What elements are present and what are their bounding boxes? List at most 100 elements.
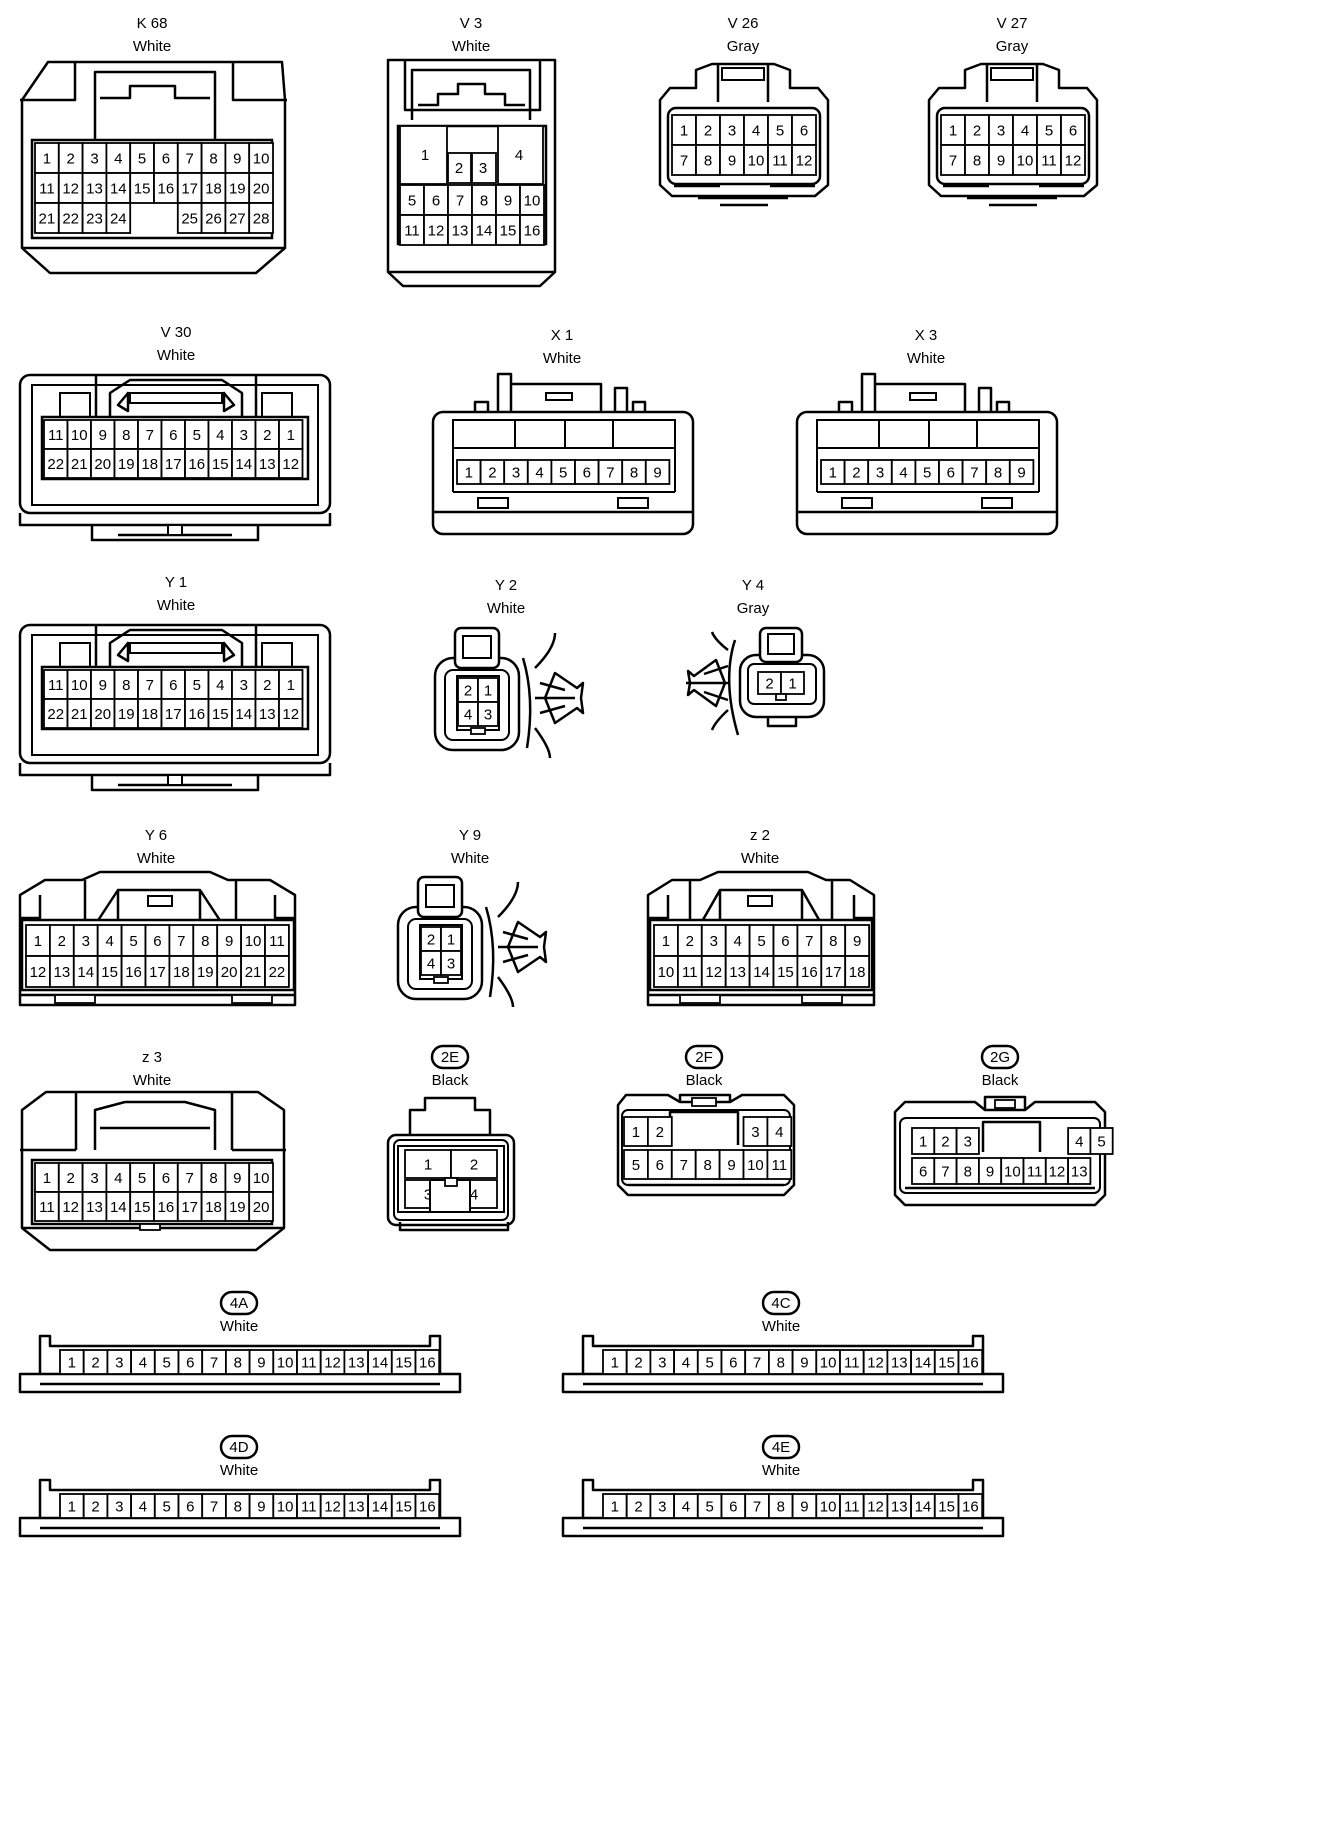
pin-number: 18 bbox=[205, 181, 222, 198]
pin-number: 4 bbox=[1075, 1134, 1083, 1151]
housing-outline bbox=[875, 382, 967, 412]
connector-code: X 3 bbox=[915, 327, 938, 344]
pin-number: 14 bbox=[915, 1499, 932, 1516]
pin-number: 7 bbox=[941, 1164, 949, 1181]
pin-cell bbox=[1008, 459, 1035, 485]
pin-number: 9 bbox=[504, 193, 512, 210]
housing-part bbox=[462, 635, 492, 659]
housing-outline bbox=[18, 1478, 462, 1538]
pin-number: 28 bbox=[253, 211, 270, 228]
housing-part bbox=[617, 497, 649, 509]
housing-outline bbox=[613, 386, 629, 412]
pin-number: 12 bbox=[30, 964, 47, 981]
pin-number: 15 bbox=[500, 223, 517, 240]
pin-number: 2 bbox=[67, 151, 75, 168]
housing-part bbox=[129, 642, 223, 654]
housing-outline bbox=[18, 763, 332, 777]
housing-part bbox=[747, 895, 773, 907]
pin-number: 5 bbox=[138, 151, 146, 168]
pin-number: 16 bbox=[188, 706, 205, 723]
pin-number: 16 bbox=[801, 964, 818, 981]
pin-number: 2 bbox=[634, 1499, 642, 1516]
pin-number: 2 bbox=[656, 1124, 664, 1141]
pin-number: 1 bbox=[447, 932, 455, 949]
pin-number: 1 bbox=[611, 1355, 619, 1372]
pin-number: 7 bbox=[805, 933, 813, 950]
pin-number: 11 bbox=[48, 677, 64, 694]
pin-number: 13 bbox=[348, 1499, 365, 1516]
pin-number: 6 bbox=[432, 193, 440, 210]
pin-number: 9 bbox=[986, 1164, 994, 1181]
pin-number: 15 bbox=[938, 1499, 955, 1516]
pin-number: 15 bbox=[134, 181, 151, 198]
pin-number: 9 bbox=[257, 1499, 265, 1516]
pin-cell bbox=[264, 955, 290, 988]
pin-number: 26 bbox=[205, 211, 222, 228]
pin-number: 9 bbox=[727, 1157, 735, 1174]
pin-number: 12 bbox=[324, 1355, 341, 1372]
pin-number: 4 bbox=[733, 933, 741, 950]
housing-outline bbox=[497, 881, 520, 918]
pin-number: 7 bbox=[970, 465, 978, 482]
pin-cell bbox=[477, 701, 499, 727]
pin-number: 11 bbox=[1027, 1164, 1043, 1181]
pin-cell bbox=[519, 184, 545, 216]
pin-number: 5 bbox=[559, 465, 567, 482]
pin-number: 14 bbox=[915, 1355, 932, 1372]
connector-code-pill bbox=[684, 1044, 724, 1070]
housing-part bbox=[981, 497, 1013, 509]
pin-number: 17 bbox=[181, 1199, 198, 1216]
pin-number: 13 bbox=[891, 1499, 908, 1516]
pin-number: 2 bbox=[488, 465, 496, 482]
pin-number: 12 bbox=[1049, 1164, 1066, 1181]
pin-number: 16 bbox=[962, 1355, 979, 1372]
pin-number: 1 bbox=[34, 933, 42, 950]
pin-number: 3 bbox=[479, 160, 487, 177]
pin-number: 10 bbox=[253, 1170, 270, 1187]
connector-code-pill bbox=[761, 1434, 801, 1460]
pin-number: 4 bbox=[216, 427, 224, 444]
pin-number: 3 bbox=[115, 1499, 123, 1516]
pin-number: 13 bbox=[259, 706, 276, 723]
pin-number: 10 bbox=[748, 153, 765, 170]
connector-color: White bbox=[451, 850, 489, 867]
pin-cell bbox=[519, 214, 545, 246]
pin-number: 13 bbox=[452, 223, 469, 240]
housing-outline bbox=[716, 64, 770, 102]
housing-outline bbox=[116, 391, 130, 413]
pin-number: 5 bbox=[776, 123, 784, 140]
pin-number: 10 bbox=[1017, 153, 1034, 170]
pin-number: 15 bbox=[101, 964, 118, 981]
pin-number: 22 bbox=[269, 964, 286, 981]
housing-part bbox=[470, 727, 486, 735]
pin-number: 6 bbox=[729, 1499, 737, 1516]
housing-outline bbox=[561, 1478, 1005, 1538]
pin-cell bbox=[780, 671, 805, 695]
pin-number: 7 bbox=[680, 1157, 688, 1174]
pin-cell bbox=[278, 448, 304, 479]
pin-number: 1 bbox=[287, 427, 295, 444]
pin-number: 3 bbox=[115, 1355, 123, 1372]
pin-number: 3 bbox=[964, 1134, 972, 1151]
pin-number: 3 bbox=[658, 1355, 666, 1372]
pin-number: 6 bbox=[162, 1170, 170, 1187]
connector-color: White bbox=[133, 1072, 171, 1089]
pin-number: 14 bbox=[753, 964, 770, 981]
pin-cell bbox=[1012, 144, 1038, 176]
housing-outline bbox=[18, 995, 297, 1007]
pin-number: 1 bbox=[632, 1124, 640, 1141]
pin-number: 1 bbox=[43, 1170, 51, 1187]
pin-number: 12 bbox=[1065, 153, 1082, 170]
housing-outline bbox=[222, 391, 236, 413]
pin-cell bbox=[471, 152, 497, 184]
pin-cell bbox=[447, 214, 473, 246]
housing-outline bbox=[837, 400, 854, 412]
pin-number: 4 bbox=[114, 1170, 122, 1187]
pin-number: 8 bbox=[703, 1157, 711, 1174]
